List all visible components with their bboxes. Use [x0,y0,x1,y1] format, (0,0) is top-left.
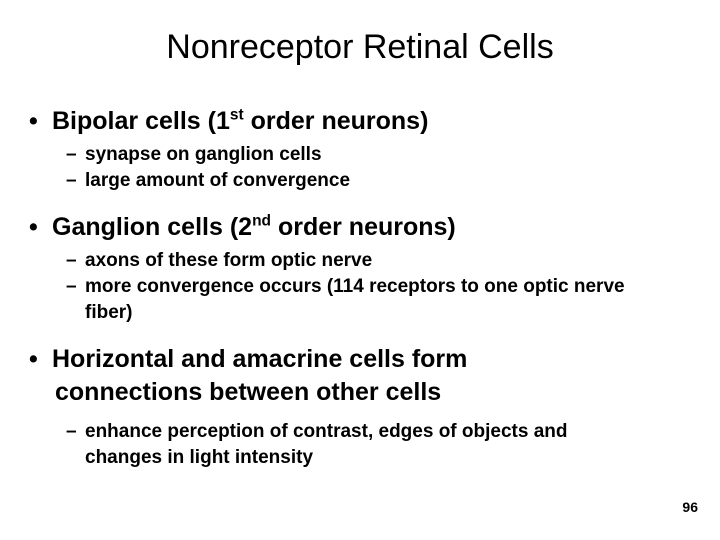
page-title: Nonreceptor Retinal Cells [166,28,554,66]
spacer [0,194,720,211]
sub-bullet-2-1: –axons of these form optic nerve [0,248,645,274]
bullet-item-2: • Ganglion cells (2nd order neurons) [0,211,615,244]
bullet-superscript-2: nd [252,212,271,230]
bullet-dot-icon: • [29,107,38,135]
bullet-dot-icon: • [29,345,38,373]
bullet-dot-icon: • [29,213,38,241]
bullet-group-2: • Ganglion cells (2nd order neurons) –axo… [0,211,720,326]
spacer [0,326,720,343]
sub-bullet-text-2-2: more convergence occurs (114 receptors t… [85,276,625,323]
bullet-text-2-pre: Ganglion cells (2 [52,213,253,241]
bullet-text-3: Horizontal and amacrine cells form conne… [52,345,468,406]
sub-bullet-text-1-1: synapse on ganglion cells [85,144,322,165]
bullet-group-1: • Bipolar cells (1st order neurons) –syna… [0,105,720,194]
sub-bullet-text-3-1: enhance perception of contrast, edges of… [85,421,568,468]
bullet-item-3: • Horizontal and amacrine cells form conn… [0,343,615,409]
bullet-text-1-pre: Bipolar cells (1 [52,107,230,135]
page-number: 96 [682,499,698,515]
sub-bullet-dash-icon: – [66,250,77,271]
slide-body: •Bipolar cells (1st order neurons) –syna… [0,105,720,471]
sub-bullet-dash-icon: – [66,421,77,442]
sub-bullet-1-1: –synapse on ganglion cells [0,142,645,168]
sub-bullet-1-2: –large amount of convergence [0,168,645,194]
sub-bullet-3-1: –enhance perception of contrast, edges o… [0,419,645,471]
bullet-item-1: • Bipolar cells (1st order neurons) [0,105,615,138]
bullet-text-2-post: order neurons) [271,213,456,241]
sub-bullet-text-2-1: axons of these form optic nerve [85,250,373,271]
sub-bullet-dash-icon: – [66,170,77,191]
sub-bullet-2-2: –more convergence occurs (114 receptors … [0,274,645,326]
sub-bullet-text-1-2: large amount of convergence [85,170,351,191]
bullet-text-1-post: order neurons) [243,107,429,135]
sub-bullet-dash-icon: – [66,276,77,297]
sub-bullet-dash-icon: – [66,144,77,165]
bullet-superscript-1: st [229,106,244,124]
bullet-group-3: • Horizontal and amacrine cells form conn… [0,343,720,471]
